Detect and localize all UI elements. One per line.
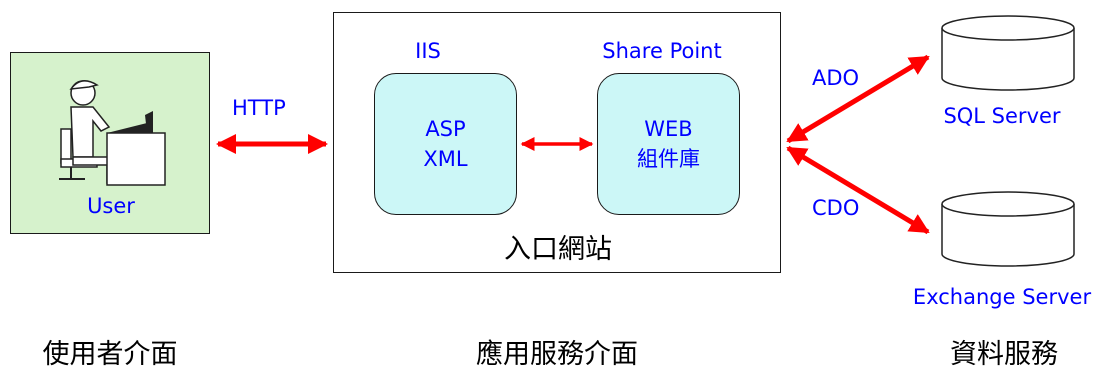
ado-arrow <box>786 54 930 144</box>
exchange-server-db-icon <box>941 191 1075 267</box>
component-lib-label: 組件庫 <box>637 147 700 171</box>
sharepoint-box: WEB 組件庫 <box>597 73 740 215</box>
layer-app-service: 應用服務介面 <box>476 339 638 370</box>
iis-header: IIS <box>415 39 441 63</box>
sql-server-label: SQL Server <box>943 104 1061 128</box>
user-label: User <box>87 194 135 218</box>
sharepoint-header: Share Point <box>602 39 722 63</box>
iis-box: ASP XML <box>374 73 517 215</box>
portal-label: 入口網站 <box>504 234 612 265</box>
sql-server-db-icon <box>941 15 1075 91</box>
layer-data-service: 資料服務 <box>950 339 1058 370</box>
http-label: HTTP <box>232 96 286 120</box>
cdo-arrow <box>786 145 930 235</box>
layer-user-interface: 使用者介面 <box>42 339 178 370</box>
computer-user-icon <box>59 80 166 186</box>
web-label: WEB <box>644 117 693 141</box>
exchange-server-label: Exchange Server <box>912 285 1092 309</box>
asp-label: ASP <box>425 117 466 141</box>
xml-label: XML <box>423 147 468 171</box>
user-box: User <box>10 52 210 234</box>
